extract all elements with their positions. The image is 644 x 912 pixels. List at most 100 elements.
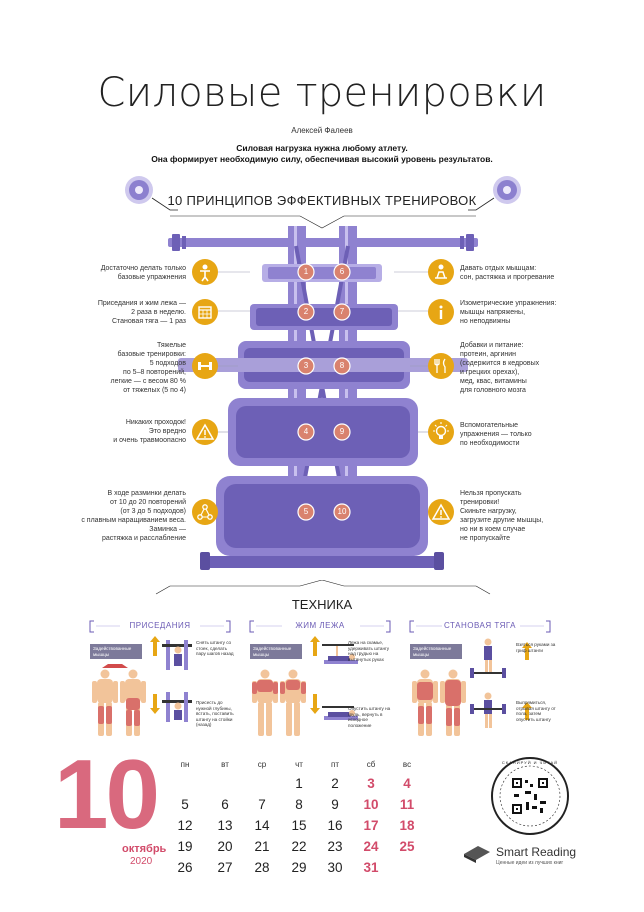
principle-9: Вспомогательные упражнения — только по н… [460, 422, 532, 447]
deadlift-step-2: Выпрямиться, отрывая штангу от пола, зат… [516, 700, 556, 722]
person-icon [192, 259, 218, 285]
muscles-label-bench: Задействованные мышцы [250, 644, 302, 659]
brand-name: Smart Reading [496, 845, 577, 859]
calendar-day: 11 [399, 797, 415, 812]
calendar-day: 13 [217, 818, 233, 833]
body-figures-squat [92, 664, 146, 736]
page-title: Силовые тренировки [97, 70, 547, 116]
calendar-day: 31 [363, 860, 379, 875]
calendar-day: 24 [363, 839, 379, 854]
principle-1: Достаточно делать только базовые упражне… [100, 265, 186, 281]
calendar-day: 7 [258, 797, 266, 812]
badge-4: 4 [303, 427, 309, 436]
network-icon [192, 499, 218, 525]
qr-caption: СКАНИРУЙ И ЧИТАЙ [501, 760, 559, 765]
muscle-figures [92, 664, 466, 736]
plate-right-icon [493, 176, 521, 204]
deadlift-step-1: Взяться руками за гриф штанги [516, 642, 556, 653]
principles-title: 10 ПРИНЦИПОВ ЭФФЕКТИВНЫХ ТРЕНИРОВОК [167, 193, 477, 208]
calendar-day: 19 [177, 839, 193, 854]
exercise-title-bench: ЖИМ ЛЕЖА [295, 621, 345, 630]
calendar-day: 3 [367, 776, 375, 791]
weekday-label: чт [295, 760, 303, 769]
calendar-day: 10 [363, 797, 379, 812]
calendar-day: 18 [399, 818, 415, 833]
muscles-label-squat: Задействованные мышцы [90, 644, 142, 659]
calendar-day: 25 [399, 839, 415, 854]
food-icon [428, 353, 454, 379]
principle-4: Никаких проходок! Это вредно и очень тра… [113, 419, 186, 444]
month-name: октябрь [122, 843, 167, 855]
calendar-day: 2 [331, 776, 339, 791]
calendar-day: 6 [221, 797, 229, 812]
calendar-icon [192, 299, 218, 325]
squat-step-1: Снять штангу со стоек, сделать пару шаго… [196, 640, 234, 656]
warning-icon [192, 419, 218, 445]
calendar-day: 14 [254, 818, 270, 833]
intro-line-1: Силовая нагрузка нужна любому атлету. [236, 143, 408, 153]
muscles-label-deadlift: Задействованные мышцы [410, 644, 462, 659]
intro-line-2: Она формирует необходимую силу, обеспечи… [151, 154, 493, 164]
calendar-day: 8 [295, 797, 303, 812]
principle-2: Приседания и жим лежа — 2 раза в неделю.… [97, 300, 186, 325]
plate-left-icon [125, 176, 153, 204]
calendar-day: 5 [181, 797, 189, 812]
calendar-day: 26 [177, 860, 193, 875]
calendar-day: 27 [217, 860, 233, 875]
principle-3: Тяжелые базовые тренировки: 5 подходов п… [110, 342, 186, 394]
badge-1: 1 [303, 267, 309, 276]
badge-5: 5 [303, 507, 309, 516]
principle-7: Изометрические упражнения: мышцы напряже… [460, 300, 557, 325]
rest-icon [428, 259, 454, 285]
principle-10: Нельзя пропускать тренировки! Скиньте на… [460, 490, 544, 542]
technique-title: ТЕХНИКА [291, 597, 353, 612]
badge-7: 7 [339, 307, 345, 316]
principle-6: Давать отдых мышцам: сон, растяжка и про… [460, 265, 555, 281]
info-icon [428, 299, 454, 325]
badge-3: 3 [303, 361, 309, 370]
section-header-decoration [125, 176, 521, 229]
calendar-day: 9 [331, 797, 339, 812]
bench-illustration [310, 636, 358, 720]
body-figures-deadlift [412, 669, 466, 736]
exercise-frames [89, 620, 551, 633]
calendar-day: 20 [217, 839, 233, 854]
calendar-day: 4 [403, 776, 411, 791]
badge-2: 2 [303, 307, 309, 316]
calendar-day: 28 [254, 860, 270, 875]
badge-9: 9 [339, 427, 345, 436]
calendar-day: 30 [327, 860, 343, 875]
calendar-day: 23 [327, 839, 343, 854]
bench-step-2: Опустить штангу на грудь, вернуть в исхо… [348, 706, 391, 728]
calendar-day: 17 [363, 818, 379, 833]
smart-reading-logo-icon [464, 846, 490, 863]
qr-code-badge [491, 757, 569, 835]
body-figures-bench [252, 669, 306, 736]
calendar-day: 1 [295, 776, 303, 791]
weekday-label: пт [331, 760, 339, 769]
dumbbell-icon [192, 353, 218, 379]
principle-5: В ходе разминки делать от 10 до 20 повто… [81, 490, 186, 542]
badge-8: 8 [339, 361, 345, 370]
exercise-step-illustrations [150, 636, 532, 728]
number-badges [297, 263, 351, 521]
badge-6: 6 [339, 267, 345, 276]
calendar-day: 29 [291, 860, 307, 875]
principle-8: Добавки и питание: протеин, аргинин (сод… [460, 342, 540, 394]
weekday-label: вс [402, 760, 412, 769]
bench-step-1: Лежа на скамье, удерживать штангу над гр… [348, 640, 389, 662]
warning-icon [428, 499, 454, 525]
technique-bracket [155, 580, 491, 595]
weekday-label: сб [366, 760, 376, 769]
author: Алексей Фалеев [291, 126, 353, 135]
deadlift-illustration [470, 638, 532, 728]
weekday-label: вт [221, 760, 229, 769]
calendar-day: 15 [291, 818, 307, 833]
calendar-day: 22 [291, 839, 307, 854]
squat-illustration [150, 636, 192, 722]
brand-tagline: Ценные идеи из лучших книг [496, 860, 564, 866]
weekday-label: ср [257, 760, 267, 769]
calendar-day: 16 [327, 818, 343, 833]
month-number: 10 [54, 739, 160, 849]
